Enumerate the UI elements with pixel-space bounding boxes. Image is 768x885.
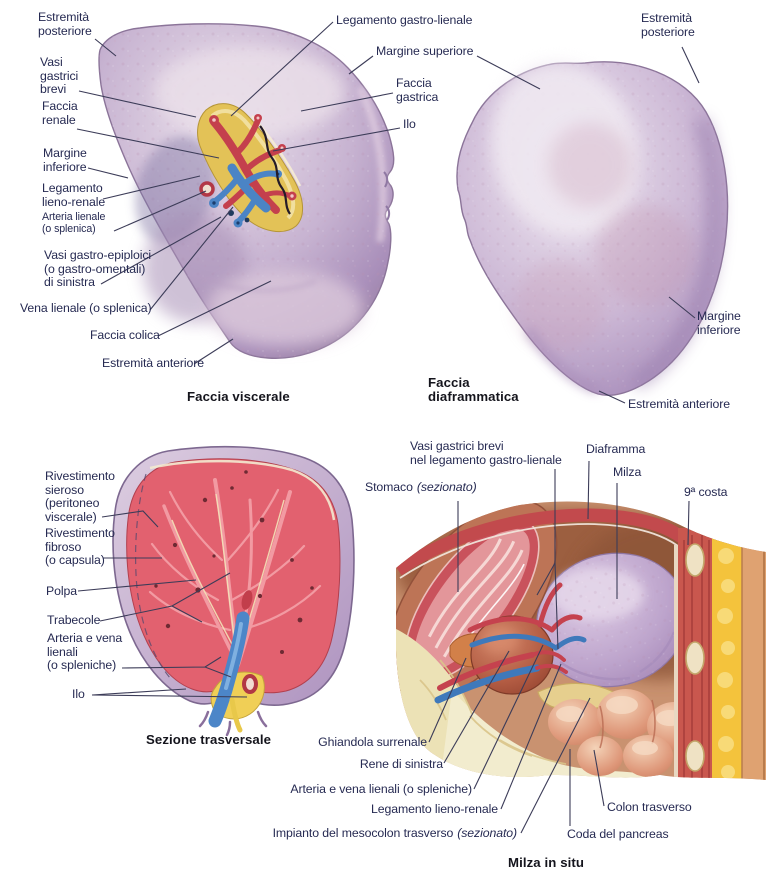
label-rene-di-sinistra: Rene di sinistra	[359, 757, 443, 771]
title-sezione-trasversale: Sezione trasversale	[146, 732, 272, 747]
cut-ligament-edge	[259, 125, 291, 215]
label-nona-costa: 9ª costa	[684, 485, 728, 499]
figure-faccia-diaframmatica	[456, 61, 729, 396]
label-faccia-colica: Faccia colica	[90, 328, 160, 342]
rib-9	[685, 543, 705, 577]
hilum-vessels	[197, 103, 303, 233]
label-ilo-viscerale: Ilo	[403, 117, 416, 131]
label-faccia-gastrica: Faccia gastrica	[396, 76, 439, 104]
label-vasi-gastrici-brevi: Vasi gastrici brevi	[40, 55, 79, 97]
label-faccia-renale: Faccia renale	[42, 99, 78, 127]
label-margine-superiore: Margine superiore	[376, 44, 474, 58]
label-estremita-posteriore-diaframmatica: Estremità posteriore	[641, 11, 695, 39]
label-colon-trasverso: Colon trasverso	[607, 800, 692, 814]
label-legamento-lieno-renale-in-situ: Legamento lieno-renale	[370, 802, 498, 816]
label-legamento-gastro-lienale: Legamento gastro-lienale	[336, 13, 473, 27]
figure-sezione-trasversale	[112, 445, 355, 737]
label-legamento-lieno-renale-viscerale: Legamento lieno-renale	[42, 181, 106, 209]
splenic-artery-ring	[199, 181, 215, 197]
body-wall	[674, 528, 766, 780]
rib-10	[685, 641, 705, 675]
label-arteria-vena-in-situ: Arteria e vena lienali (o spleniche)	[290, 782, 472, 796]
splenic-vessels-in-situ	[434, 582, 587, 704]
spleen-in-situ	[536, 552, 688, 688]
label-stomaco: Stomaco(sezionato)	[365, 480, 477, 494]
label-vena-lienale: Vena lienale (o splenica)	[20, 301, 152, 315]
label-rivestimento-sieroso: Rivestimento sieroso (peritoneo visceral…	[45, 469, 115, 524]
label-estremita-anteriore-diaframmatica: Estremità anteriore	[628, 397, 730, 411]
label-polpa: Polpa	[46, 584, 77, 598]
leader-lines	[76, 21, 700, 834]
label-rivestimento-fibroso: Rivestimento fibroso (o capsula)	[45, 526, 115, 568]
label-milza: Milza	[613, 465, 642, 479]
label-estremita-anteriore-viscerale: Estremità anteriore	[102, 356, 204, 370]
label-vasi-gastro-epiploici: Vasi gastro-epiploici (o gastro-omentali…	[44, 248, 152, 290]
label-impianto-mesocolon: Impianto del mesocolon trasverso(seziona…	[272, 826, 518, 840]
label-trabecole: Trabecole	[47, 613, 101, 627]
label-diaframma: Diaframma	[586, 442, 646, 456]
label-ghiandola-surrenale: Ghiandola surrenale	[318, 735, 427, 749]
label-vasi-gastrici-in-situ: Vasi gastrici brevi nel legamento gastro…	[410, 439, 562, 467]
label-margine-inferiore-diaframmatica: Margine inferiore	[697, 309, 741, 337]
label-coda-del-pancreas: Coda del pancreas	[567, 827, 669, 841]
label-estremita-posteriore-viscerale: Estremità posteriore	[38, 10, 92, 38]
pulp-spots	[154, 470, 314, 654]
label-margine-inferiore-viscerale: Margine inferiore	[43, 146, 87, 174]
title-milza-in-situ: Milza in situ	[508, 855, 585, 870]
figure-milza-in-situ	[396, 501, 766, 780]
section-hilum	[198, 590, 268, 737]
label-ilo-sezione: Ilo	[72, 687, 85, 701]
title-faccia-viscerale: Faccia viscerale	[187, 389, 290, 404]
label-arteria-vena-sezione: Arteria e vena lienali (o spleniche)	[47, 631, 123, 673]
title-faccia-diaframmatica: Faccia diaframmatica	[428, 375, 519, 405]
label-arteria-lienale: Arteria lienale (o splenica)	[42, 211, 106, 235]
rib-11	[685, 740, 705, 772]
